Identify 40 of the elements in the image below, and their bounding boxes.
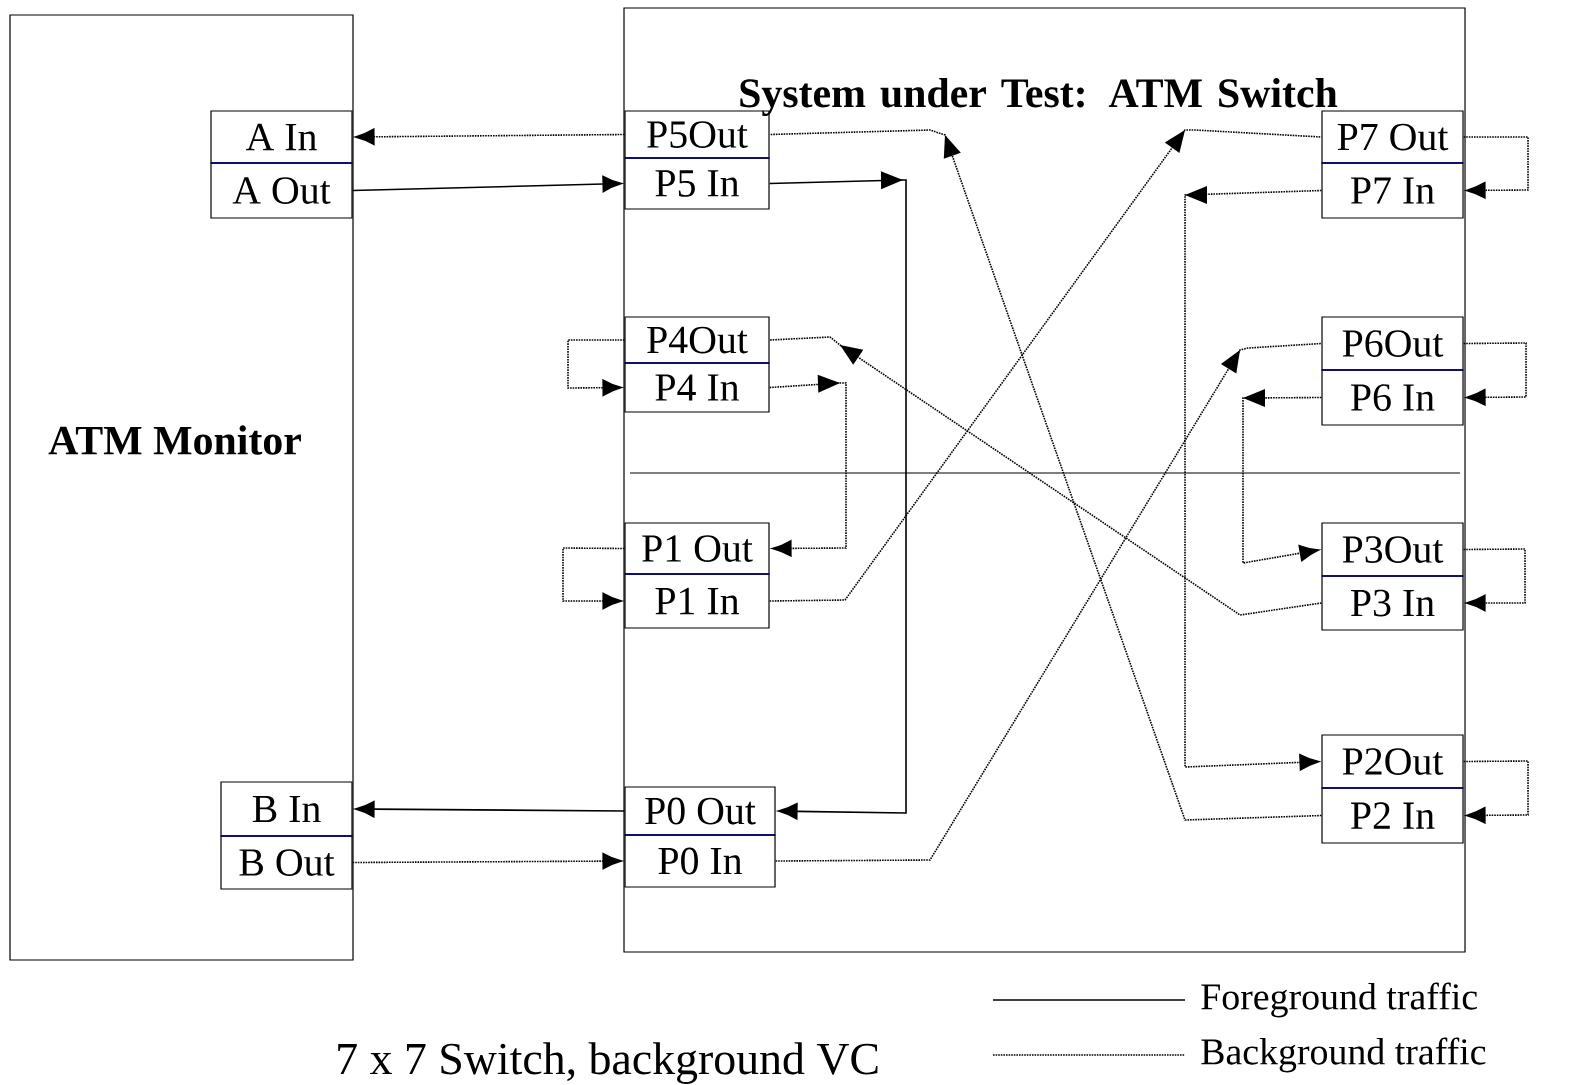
port-box: B Out	[220, 835, 353, 890]
arrow	[768, 129, 1323, 602]
legend-label: Foreground traffic	[1201, 982, 1477, 1018]
port-box: P2 In	[1321, 787, 1464, 844]
port-box: P6 In	[1321, 369, 1464, 426]
arrow	[768, 374, 847, 557]
port-box: P4 In	[624, 362, 770, 413]
port-box: P2Out	[1321, 734, 1464, 789]
arrow	[1184, 186, 1323, 771]
port-box: A Out	[210, 162, 353, 219]
port-box: P0 In	[624, 834, 776, 888]
port-box: P4Out	[624, 316, 770, 364]
arrow	[1462, 548, 1526, 612]
arrow	[562, 547, 626, 610]
port-box: P1 Out	[624, 522, 770, 575]
port-box: P7 Out	[1321, 110, 1464, 164]
arrow	[1462, 136, 1529, 199]
port-box: P0 Out	[624, 786, 776, 836]
caption: 7 x 7 Switch, background VC	[338, 1042, 878, 1084]
arrow	[567, 339, 626, 397]
arrow	[774, 342, 1323, 862]
port-box: P5 In	[624, 157, 770, 210]
arrow	[354, 800, 626, 818]
port-box: P1 In	[624, 573, 770, 629]
legend-label: Background traffic	[1201, 1037, 1486, 1073]
port-box: P6Out	[1321, 316, 1464, 371]
arrow	[768, 171, 907, 820]
port-box: P3Out	[1321, 522, 1464, 577]
arrow	[351, 852, 623, 870]
port-box: P7 In	[1321, 162, 1464, 219]
port-box: B In	[220, 781, 353, 837]
port-box: A In	[210, 110, 353, 164]
arrow	[768, 129, 1323, 821]
arrow	[354, 128, 626, 146]
arrow	[1462, 342, 1527, 406]
arrow	[1462, 760, 1529, 824]
port-box: P3 In	[1321, 575, 1464, 631]
arrow	[351, 175, 623, 193]
arrow	[1242, 389, 1323, 564]
arrow	[768, 336, 1323, 616]
